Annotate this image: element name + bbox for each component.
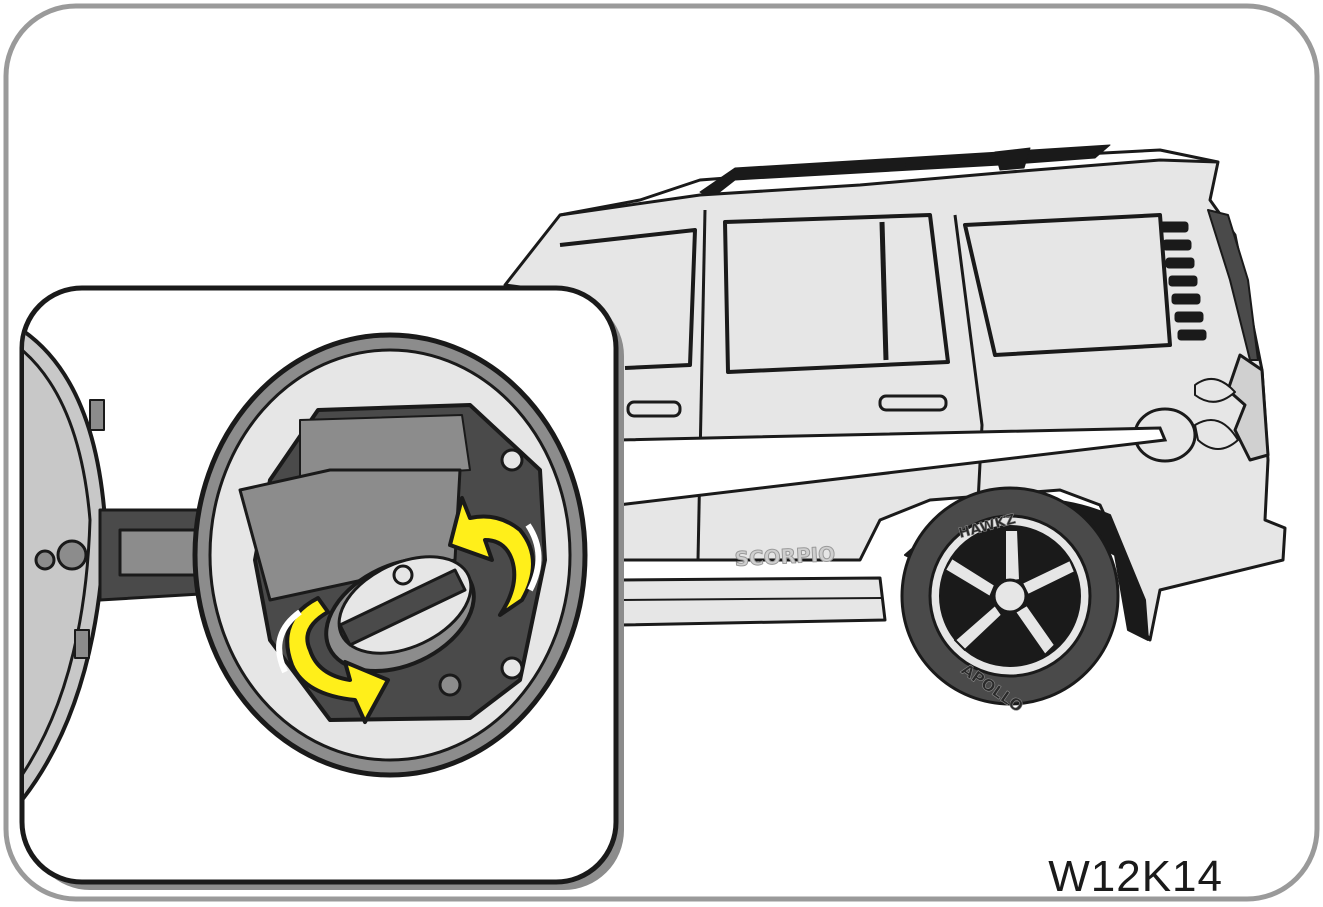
door-handle: [878, 394, 948, 412]
tailgate-glass: [1207, 209, 1259, 361]
door-handle: [626, 400, 682, 418]
fuel-cap: [324, 555, 476, 674]
rotate-arrow-icon: [285, 596, 390, 724]
rear-wheel: APOLLO HAWKZ: [900, 486, 1120, 716]
figure-code: W12K14: [1048, 852, 1223, 901]
rear-quarter-window: [963, 213, 1172, 357]
vehicle: SCORPIO APOLLO HAWKZ: [503, 144, 1287, 716]
quarter-vents: [1159, 221, 1207, 341]
rear-door-window: [723, 213, 950, 374]
front-door-window: [559, 228, 697, 370]
zoom-inset: [19, 285, 624, 890]
vehicle-badge: SCORPIO: [734, 542, 836, 571]
rotate-arrow-icon: [276, 496, 542, 724]
rotate-arrow-icon: [448, 496, 535, 617]
side-cladding: [618, 576, 887, 627]
